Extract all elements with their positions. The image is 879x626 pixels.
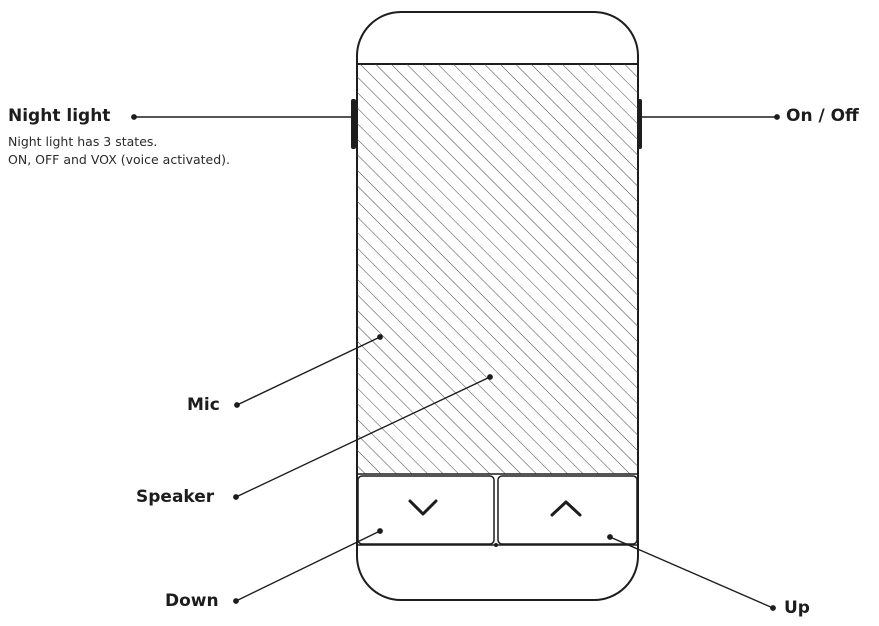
chevron-down-icon <box>408 499 438 516</box>
down-leader <box>235 530 381 602</box>
mic-leader-dot-start <box>234 402 240 408</box>
speaker-label: Speaker <box>136 487 215 507</box>
night-light-label: Night light <box>8 106 111 126</box>
night-light-switch[interactable] <box>351 99 356 149</box>
mic-leader-dot-end <box>377 334 383 340</box>
up-leader-dot-end <box>770 605 776 611</box>
mic-leader <box>236 336 381 406</box>
down-label: Down <box>165 591 219 611</box>
speaker-grille <box>357 64 638 474</box>
night-light-leader-dot <box>131 114 137 120</box>
speaker-leader-dot-start <box>233 494 239 500</box>
night-light-description-line-1: Night light has 3 states. <box>8 134 158 149</box>
night-light-description-line-2: ON, OFF and VOX (voice activated). <box>8 152 230 167</box>
on-off-switch[interactable] <box>638 99 642 149</box>
down-leader-dot-start <box>233 598 239 604</box>
mic-label: Mic <box>187 395 220 415</box>
on-off-leader-dot <box>774 114 780 120</box>
up-label: Up <box>784 598 810 618</box>
chevron-up-icon <box>550 500 582 517</box>
down-leader-dot-end <box>377 528 383 534</box>
speaker-leader-dot-end <box>487 374 493 380</box>
up-leader-dot-start <box>607 534 613 540</box>
on-off-label: On / Off <box>786 106 859 126</box>
up-button[interactable] <box>497 475 638 545</box>
up-leader <box>609 536 774 609</box>
speaker-leader <box>235 376 491 498</box>
